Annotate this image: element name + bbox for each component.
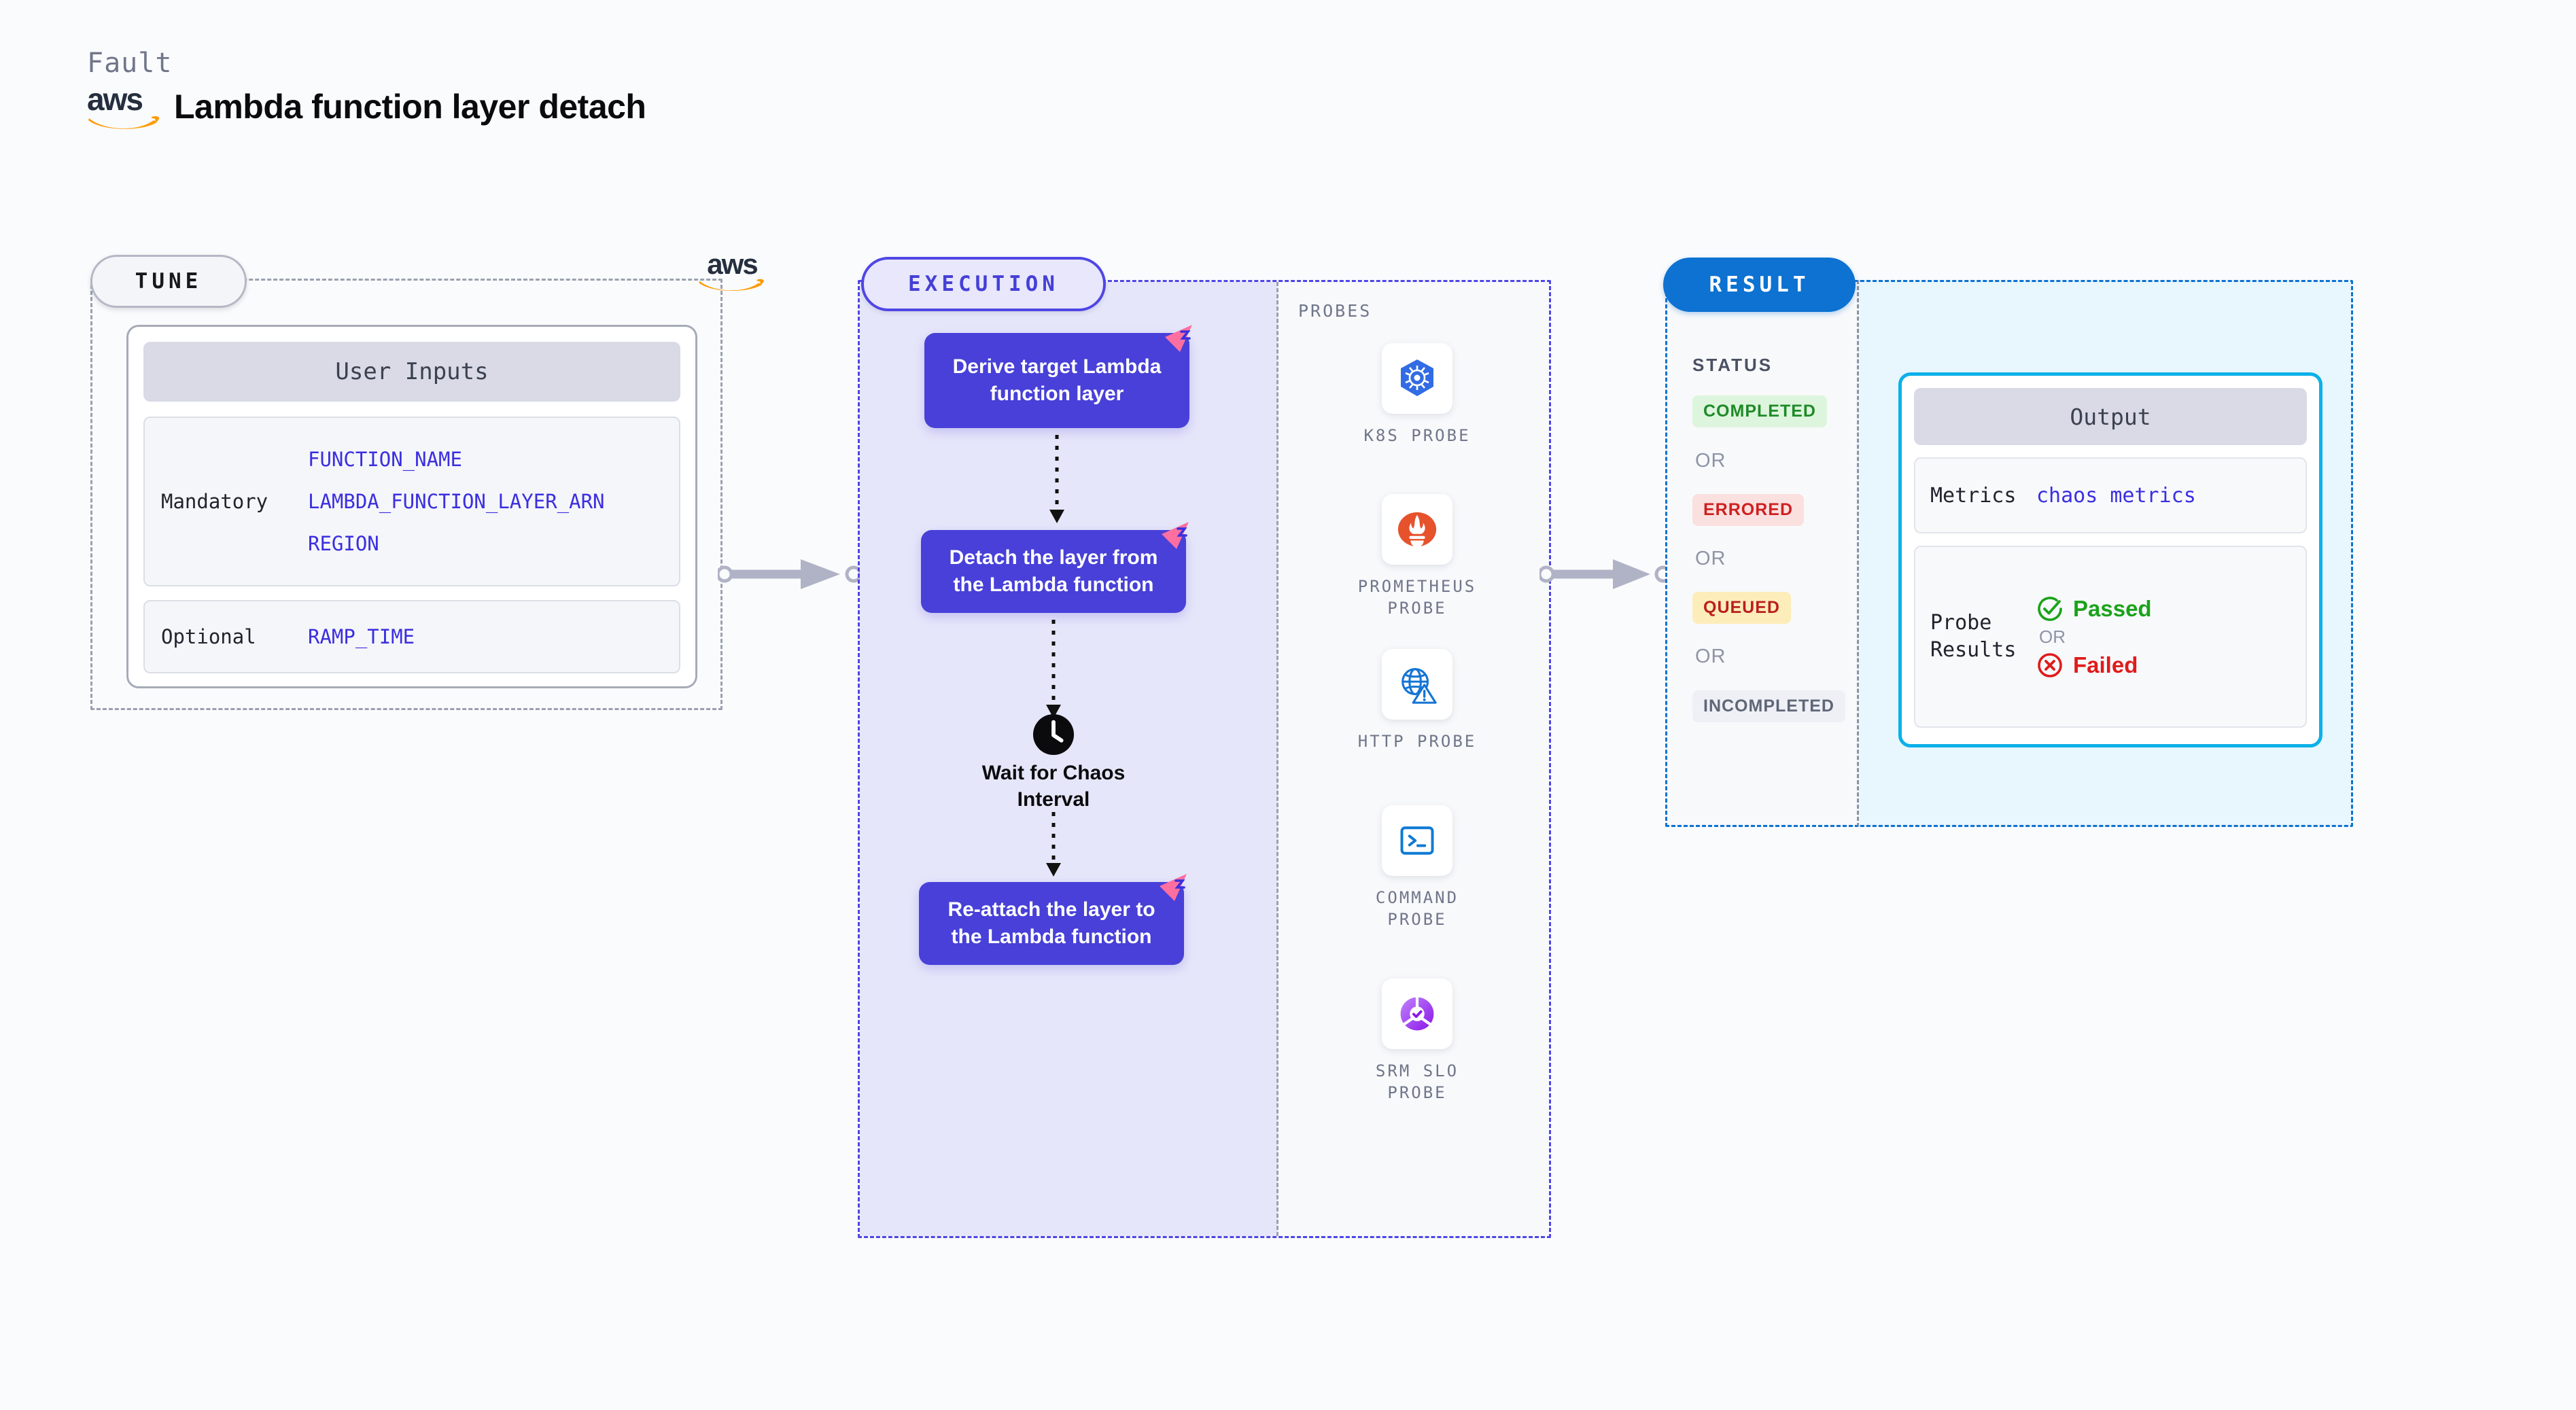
flow-arrow: [1046, 620, 1061, 718]
probe-results-row: Probe Results Passed OR Failed: [1914, 546, 2307, 728]
optional-values: RAMP_TIME: [308, 625, 415, 648]
probe-result-failed: Failed: [2036, 652, 2152, 679]
clock-icon: [1032, 713, 1075, 756]
aws-smile-icon: [699, 279, 764, 291]
chaos-ribbon-icon: [1162, 522, 1189, 549]
optional-label: Optional: [161, 625, 256, 648]
probe-label: K8S PROBE: [1363, 426, 1471, 445]
probes-divider: [1276, 282, 1278, 1236]
tune-panel: [90, 279, 723, 710]
execution-step-box: Detach the layer from the Lambda functio…: [921, 522, 1189, 613]
aws-logo-watermark: aws: [688, 248, 776, 302]
probe-label: COMMAND PROBE: [1375, 888, 1459, 930]
probe-tile[interactable]: [1382, 343, 1452, 414]
output-title: Output: [1914, 388, 2307, 445]
status-badge: INCOMPLETED: [1692, 690, 1845, 722]
page-header: Fault aws Lambda function layer detach: [87, 48, 646, 129]
or-separator: OR: [1695, 646, 1726, 667]
user-inputs-card: User Inputs Mandatory FUNCTION_NAME LAMB…: [126, 325, 697, 688]
or-separator: OR: [2039, 626, 2066, 647]
x-circle-icon: [2038, 652, 2062, 677]
probes-fill: [1278, 282, 1549, 1236]
http-globe-warning-icon: [1402, 668, 1437, 704]
passed-label: Passed: [2073, 595, 2152, 621]
flow-arrow: [1046, 812, 1061, 877]
connector-execution-to-result: [1539, 559, 1672, 589]
probe-tile[interactable]: [1382, 494, 1452, 565]
connector-tune-to-execution: [718, 559, 863, 589]
fault-kicker: Fault: [87, 48, 173, 79]
output-card: Output Metrics chaos metrics Probe Resul…: [1898, 372, 2322, 747]
result-pill: RESULT: [1663, 258, 1856, 312]
failed-label: Failed: [2073, 652, 2138, 677]
page-title: Lambda function layer detach: [174, 88, 646, 126]
optional-inputs-group: Optional RAMP_TIME: [143, 600, 680, 673]
execution-step-label: Detach the layer from the Lambda functio…: [949, 546, 1158, 596]
probe-item[interactable]: COMMAND PROBE: [1349, 805, 1485, 931]
probe-item[interactable]: HTTP PROBE: [1349, 649, 1485, 752]
input-param: REGION: [308, 532, 379, 555]
probe-results-label: Probe Results: [1930, 610, 2017, 663]
result-status-panel: [1665, 280, 1859, 827]
or-separator: OR: [1695, 548, 1726, 569]
chaos-ribbon-icon: [1160, 874, 1187, 901]
execution-step-box: Derive target Lambda function layer: [924, 325, 1192, 428]
mandatory-inputs-group: Mandatory FUNCTION_NAME LAMBDA_FUNCTION_…: [143, 417, 680, 586]
probe-tile[interactable]: [1382, 979, 1452, 1049]
kubernetes-icon: [1401, 359, 1433, 396]
execution-step-label: Derive target Lambda function layer: [952, 355, 1162, 405]
probe-result-passed: Passed: [2036, 595, 2152, 622]
execution-pill: EXECUTION: [861, 257, 1106, 311]
execution-fill: [860, 282, 1278, 1236]
metrics-value: chaos metrics: [2036, 483, 2196, 508]
status-badge: ERRORED: [1692, 494, 1805, 526]
mandatory-values: FUNCTION_NAME LAMBDA_FUNCTION_LAYER_ARN …: [308, 448, 605, 555]
mandatory-label: Mandatory: [161, 490, 268, 513]
execution-panel: [858, 280, 1551, 1238]
metrics-row: Metrics chaos metrics: [1914, 457, 2307, 533]
status-badge: QUEUED: [1692, 592, 1791, 624]
aws-smile-icon: [88, 116, 159, 129]
execution-step-box: Re-attach the layer to the Lambda functi…: [919, 874, 1187, 965]
input-param: FUNCTION_NAME: [308, 448, 462, 471]
chaos-ribbon-icon: [1165, 325, 1192, 352]
srm-slo-icon: [1400, 996, 1434, 1031]
aws-logo-watermark-text: aws: [707, 248, 758, 280]
check-circle-icon: [2038, 596, 2062, 621]
wait-label: Wait for Chaos Interval: [981, 762, 1126, 811]
probe-tile[interactable]: [1382, 805, 1452, 876]
status-badge: COMPLETED: [1692, 395, 1827, 427]
prometheus-icon: [1397, 512, 1437, 548]
terminal-icon: [1400, 826, 1434, 855]
status-title: STATUS: [1692, 355, 1773, 375]
probe-label: SRM SLO PROBE: [1375, 1061, 1459, 1103]
metrics-label: Metrics: [1930, 483, 2017, 508]
probe-tile[interactable]: [1382, 649, 1452, 720]
probe-label: PROMETHEUS PROBE: [1357, 577, 1477, 618]
user-inputs-title: User Inputs: [143, 342, 680, 402]
wait-for-chaos-block: Wait for Chaos Interval: [952, 713, 1155, 813]
tune-pill: TUNE: [90, 255, 247, 308]
flow-arrow: [1049, 435, 1064, 523]
probes-title: PROBES: [1298, 301, 1372, 321]
input-param: RAMP_TIME: [308, 625, 415, 648]
probe-item[interactable]: SRM SLO PROBE: [1349, 979, 1485, 1104]
aws-logo-text: aws: [87, 82, 143, 117]
probe-label: HTTP PROBE: [1357, 732, 1477, 751]
aws-logo: aws: [87, 82, 162, 129]
probe-item[interactable]: K8S PROBE: [1349, 343, 1485, 446]
probe-item[interactable]: PROMETHEUS PROBE: [1349, 494, 1485, 620]
or-separator: OR: [1695, 450, 1726, 472]
execution-step-label: Re-attach the layer to the Lambda functi…: [947, 898, 1155, 948]
input-param: LAMBDA_FUNCTION_LAYER_ARN: [308, 490, 605, 513]
